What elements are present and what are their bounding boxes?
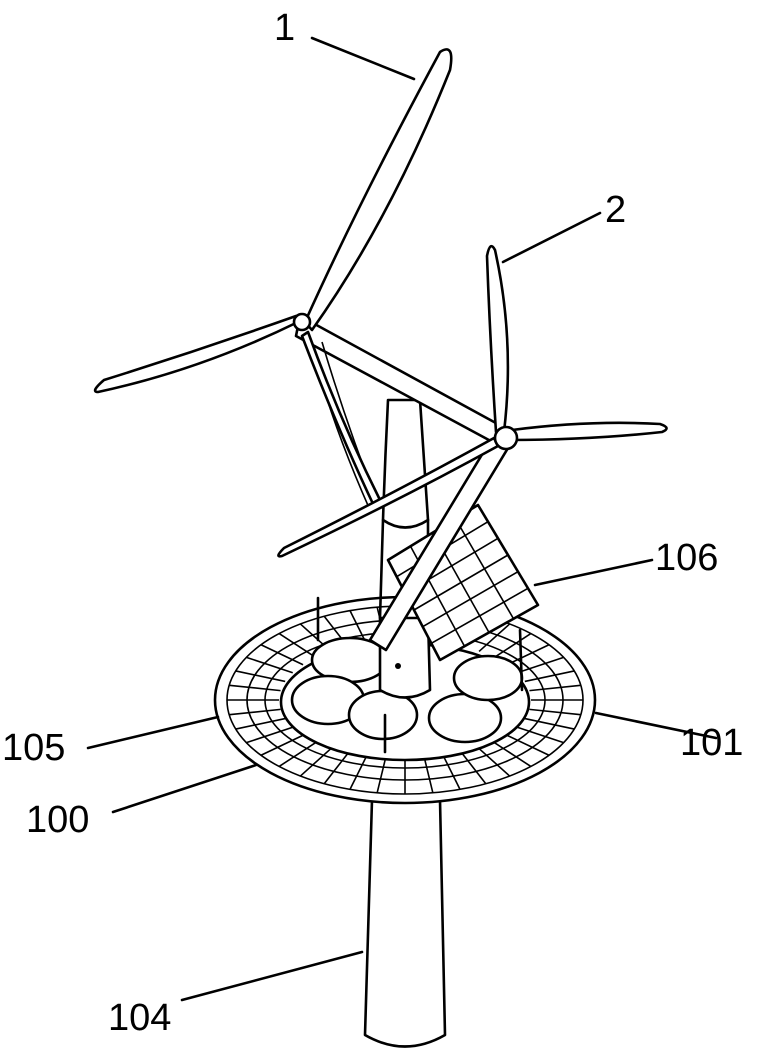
ring-rib [246, 656, 293, 674]
label-1: 1 [274, 7, 295, 49]
ring-rib [260, 734, 304, 756]
ring-rib [493, 741, 532, 768]
panel-grid-line [430, 587, 529, 645]
ring-rib [278, 741, 317, 768]
ring-rib [517, 726, 564, 744]
ring-rib [423, 759, 434, 794]
mast [378, 398, 432, 699]
ring-rib [349, 610, 367, 644]
labels: 1 2 106 105 101 100 104 [2, 7, 743, 1039]
leader-lines [86, 36, 718, 1002]
label-101: 101 [680, 722, 743, 764]
ring-rib [506, 644, 550, 666]
ring-rib [493, 632, 532, 659]
solar-panel-106 [386, 503, 540, 662]
ring-rib [260, 644, 304, 666]
ring-rib [278, 632, 317, 659]
ring-rib [478, 623, 511, 653]
ring-rib [517, 656, 564, 674]
turbine-upper [93, 48, 453, 510]
label-105: 105 [2, 727, 65, 769]
panel-grid-line [413, 554, 509, 611]
ring-rib [529, 708, 581, 716]
ring-rib [478, 747, 511, 777]
ring-rib [376, 759, 387, 794]
turbine-lower [277, 244, 668, 558]
ring-rib [229, 684, 281, 692]
panel-grid-line [422, 570, 519, 628]
tower-104 [363, 798, 447, 1048]
ring-rib [229, 708, 281, 716]
ring-rib [524, 717, 575, 730]
ring-rib [246, 726, 293, 744]
label-2: 2 [605, 189, 626, 231]
label-100: 100 [26, 799, 89, 841]
battery-discs [290, 596, 524, 754]
ring-rib [349, 756, 367, 790]
ring-rib [524, 670, 575, 683]
ring-rib [235, 717, 286, 730]
ring-rib [323, 752, 349, 785]
ring-rib [235, 670, 286, 683]
ring-rib [461, 752, 487, 785]
label-106: 106 [655, 537, 718, 579]
label-104: 104 [108, 997, 171, 1039]
ring-rib [529, 684, 581, 692]
ring-rib [443, 756, 461, 790]
ring-rib [299, 747, 332, 777]
ring-grid-ribs [227, 606, 583, 794]
ring-rib [506, 734, 550, 756]
